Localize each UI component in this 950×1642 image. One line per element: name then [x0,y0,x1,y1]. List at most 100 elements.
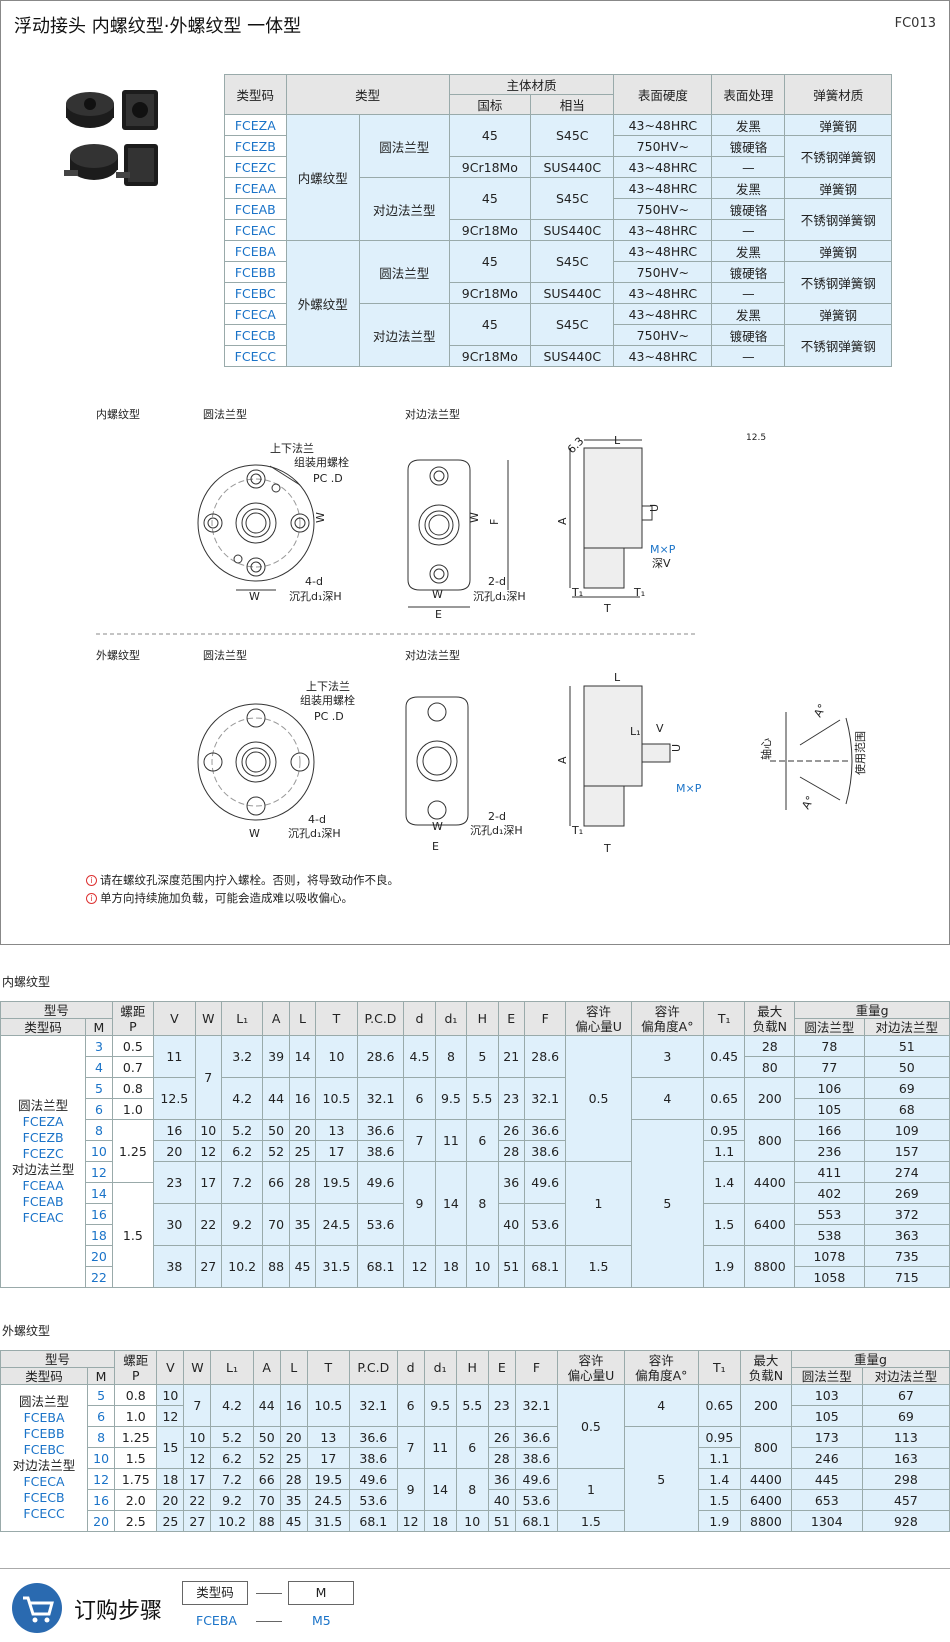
cell: 7 [403,1119,436,1162]
cell: 52 [262,1140,290,1162]
cell: 51 [497,1245,525,1288]
cell: 20 [279,1426,308,1448]
th-type-code: 类型码 [224,74,287,115]
cell: 35 [288,1203,317,1246]
M-cell: 8 [87,1426,116,1448]
header-cell: 最大负载N [744,1001,796,1036]
W-label: W [314,512,327,523]
type-code-cell: FCEZA [224,114,287,136]
cell: 14 [423,1468,457,1511]
cell: 38.6 [523,1140,567,1162]
cell: 1.25 [111,1119,155,1183]
th-gb: 国标 [448,94,532,115]
cell: 7 [194,1035,222,1120]
cell: SUS440C [530,156,615,178]
cell: 9.2 [220,1203,264,1246]
cell: 21 [497,1035,525,1078]
header-cell: A [262,1001,290,1036]
cell: 7 [396,1426,425,1469]
cell: 19.5 [306,1468,351,1490]
cell: 不锈钢弹簧钢 [784,135,892,178]
order-box-M: M [288,1581,354,1605]
cell: 715 [863,1266,950,1288]
header-cell: d [396,1350,425,1385]
technical-drawings: 内螺纹型 圆法兰型 对边法兰型 外螺纹型 圆法兰型 对边法兰型 上下法兰 组装用… [96,407,867,855]
cell: 23 [153,1161,196,1204]
pcd-label-2: PC .D [314,710,344,723]
type-line: FCEBC [23,1442,65,1457]
cell: 50 [863,1056,950,1078]
cell: 8 [434,1035,468,1078]
cell: 3 [630,1035,704,1078]
cell: 735 [863,1245,950,1267]
cell: 68.1 [514,1510,559,1532]
cell: 553 [794,1203,865,1225]
header-cell: P.C.D [356,1001,405,1036]
cell: 68.1 [356,1245,405,1288]
cell: 166 [794,1119,865,1141]
cell: 4400 [744,1161,796,1204]
cb-label-2: 沉孔d₁深H [473,590,526,603]
cell: 0.95 [702,1119,746,1141]
cell: 363 [863,1224,950,1246]
cell: 25 [279,1447,308,1469]
order-box-type-code: 类型码 [182,1581,248,1605]
cell: 411 [794,1161,865,1183]
page-title: 浮动接头 内螺纹型·外螺纹型 一体型 [14,16,302,37]
MxP-label: M×P [650,543,676,556]
cell: 19.5 [315,1161,358,1204]
cell: 28 [487,1447,516,1469]
cell: 2.0 [114,1489,158,1511]
header-cell: 重量g [790,1350,950,1368]
W-flat-b: W [432,588,443,601]
header-cell: M [87,1367,116,1385]
cell: 39 [262,1035,290,1078]
cell: 1.5 [111,1182,155,1288]
side-view-outer [569,685,671,827]
cell: 0.65 [702,1077,746,1120]
M-cell: 6 [85,1098,113,1120]
W-flat-2: W [432,820,443,833]
cell: 0.65 [697,1384,742,1427]
header-cell: F [514,1350,559,1385]
cell: 10 [183,1426,212,1448]
type-line: FCEAA [22,1177,64,1193]
cell: 43~48HRC [613,156,713,178]
type-code-cell: FCECA [224,303,287,325]
cell: 5.2 [210,1426,254,1448]
M-cell: 20 [87,1510,116,1532]
flat-flange-outer [405,696,469,826]
cell: 38.6 [349,1447,398,1469]
cell: 20 [153,1140,196,1162]
type-code-cell: FCECB [224,324,287,346]
cell: 17 [194,1161,222,1204]
cell: 11 [153,1035,196,1078]
order-steps: 订购步骤 类型码 M FCEBA M5 [0,1568,950,1642]
cell: 106 [794,1077,865,1099]
header-cell: 型号 [0,1350,116,1368]
M-cell: 3 [85,1035,113,1057]
cell: 69 [861,1405,950,1427]
cell: 66 [252,1468,281,1490]
cell: 17 [315,1140,358,1162]
M-cell: 16 [87,1489,116,1511]
cell: 不锈钢弹簧钢 [784,198,892,241]
header-cell: E [487,1350,516,1385]
cell: 圆法兰型 [358,240,450,304]
cell: 66 [262,1161,290,1204]
cell: 36.6 [514,1426,559,1448]
note-2-text: 单方向持续施加负载，可能会造成难以吸收偏心。 [100,891,353,905]
cell: 10 [194,1119,222,1141]
